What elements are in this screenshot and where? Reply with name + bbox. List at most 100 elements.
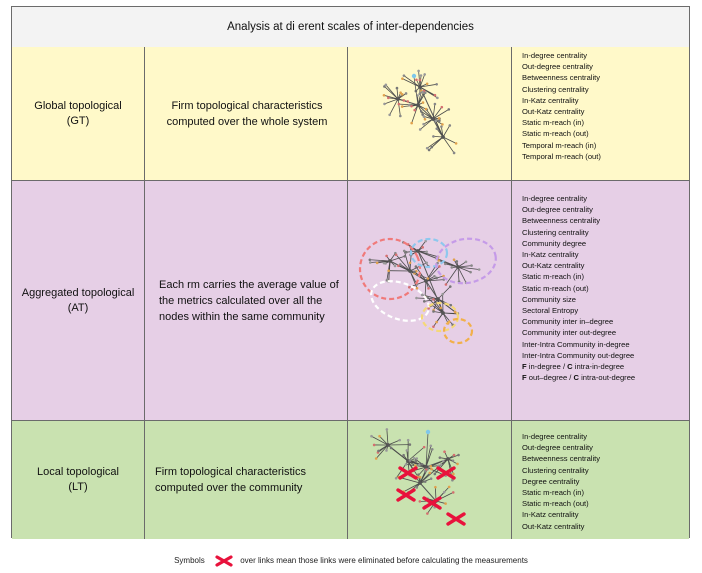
- network-node: [426, 512, 429, 515]
- network-link: [383, 94, 399, 100]
- network-link: [387, 439, 400, 446]
- network-link: [433, 298, 439, 311]
- network-link: [419, 472, 431, 484]
- network-link: [385, 84, 399, 100]
- metric-text: intra-in-degree: [572, 362, 625, 372]
- network-node: [424, 239, 427, 243]
- network-link: [384, 98, 399, 105]
- network-link: [425, 445, 432, 468]
- metric-item: Static m-reach (in): [522, 272, 585, 282]
- network-hub: [408, 269, 412, 273]
- network-link: [379, 435, 389, 446]
- scale-label: Local topological (LT): [12, 465, 144, 495]
- network-node: [451, 478, 454, 482]
- network-node: [452, 151, 456, 155]
- network-node: [419, 74, 423, 77]
- network-node: [452, 472, 455, 476]
- network-node: [434, 485, 437, 489]
- network-link: [403, 482, 421, 492]
- network-link: [426, 136, 444, 149]
- network-links: [383, 70, 457, 154]
- network-node: [413, 270, 416, 274]
- network-node: [425, 146, 429, 150]
- network-node: [419, 110, 423, 113]
- scale-description: Firm topological characteristics compute…: [166, 99, 328, 128]
- network-node: [398, 438, 402, 442]
- community-boundary: [442, 317, 474, 345]
- network-node: [368, 258, 372, 262]
- network-node: [423, 73, 426, 76]
- metric-item: In-degree centrality: [522, 194, 588, 203]
- network-link: [371, 435, 389, 446]
- metric-item: Community size: [522, 294, 577, 304]
- network-node: [443, 450, 446, 454]
- network-node: [406, 100, 410, 103]
- network-hub: [441, 135, 445, 139]
- network-node: [433, 102, 437, 106]
- network-node: [399, 263, 402, 266]
- network-node: [447, 485, 451, 489]
- cross-mark-icon: [422, 496, 442, 510]
- network-link: [417, 250, 439, 258]
- network-node: [438, 265, 441, 268]
- scale-label-cell: Local topological (LT): [12, 421, 145, 539]
- network-hub: [431, 117, 435, 121]
- network-node: [418, 500, 422, 503]
- scale-label: Global topological (GT): [12, 99, 144, 129]
- analysis-table: Analysis at di erent scales of inter-dep…: [11, 6, 690, 539]
- network-node: [399, 114, 402, 118]
- row-global-topological: Global topological (GT) Firm topological…: [12, 47, 689, 181]
- network-node: [433, 93, 437, 97]
- network-link: [390, 447, 409, 462]
- network-link: [442, 136, 455, 154]
- metric-text: out–degree /: [526, 373, 574, 383]
- network-link: [434, 458, 449, 475]
- network-node: [469, 270, 472, 274]
- network-link: [419, 83, 437, 88]
- legend-prefix: Symbols: [174, 556, 205, 566]
- network-node: [423, 118, 427, 121]
- metric-item: Static m-reach (out): [522, 129, 589, 139]
- metric-item: Community inter in–degree: [522, 317, 614, 327]
- metric-item: Static m-reach (in): [522, 488, 585, 498]
- network-node: [435, 320, 438, 324]
- network-node: [421, 90, 424, 94]
- scale-label: Aggregated topological (AT): [12, 286, 144, 316]
- network-node: [418, 475, 422, 479]
- network-link: [457, 266, 480, 270]
- network-links: [369, 240, 480, 327]
- network-link: [417, 240, 427, 252]
- network-node: [382, 94, 386, 97]
- network-node: [448, 285, 452, 288]
- legend-text: over links mean those links were elimina…: [240, 556, 528, 566]
- network-link: [413, 457, 427, 468]
- network-link: [409, 262, 427, 272]
- metric-item: Sectoral Entropy: [522, 306, 579, 316]
- network-node: [457, 453, 460, 457]
- network-node: [427, 287, 430, 290]
- network-node: [385, 449, 388, 452]
- network-link: [419, 74, 426, 88]
- network-link: [413, 76, 419, 106]
- table-header: Analysis at di erent scales of inter-dep…: [12, 7, 689, 48]
- network-node: [395, 86, 399, 90]
- network-link: [457, 266, 471, 273]
- network-node: [422, 445, 426, 449]
- network-link: [421, 111, 434, 120]
- network-node: [425, 250, 428, 254]
- network-node: [440, 105, 444, 109]
- network-node: [413, 108, 417, 112]
- metric-item: Betweenness centrality: [522, 216, 601, 226]
- network-node: [422, 115, 426, 118]
- network-node: [439, 306, 443, 310]
- network-node: [425, 82, 429, 86]
- network-node: [378, 434, 381, 438]
- network-node: [368, 261, 372, 264]
- network-node: [428, 471, 432, 475]
- metric-symbol: C: [573, 373, 579, 383]
- network-hub: [386, 443, 390, 447]
- metric-item: Clustering centrality: [522, 465, 589, 475]
- network-node: [404, 463, 408, 466]
